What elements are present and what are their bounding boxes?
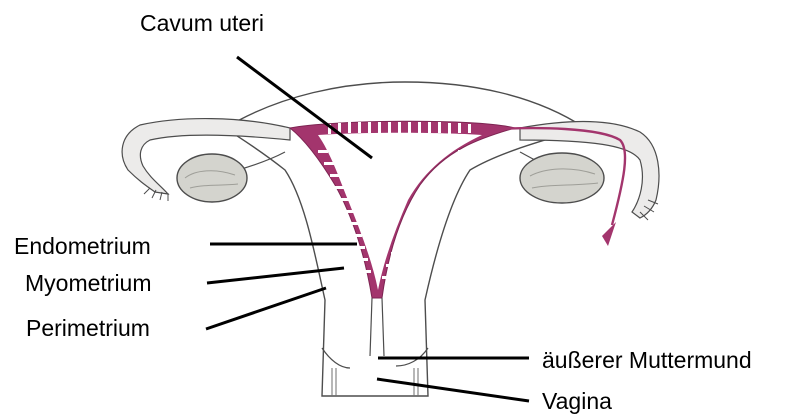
- label-perimetrium: Perimetrium: [26, 317, 150, 340]
- left-ovary: [177, 154, 247, 202]
- label-external-os: äußerer Muttermund: [542, 349, 752, 372]
- tube-arrow-head: [602, 222, 616, 246]
- label-myometrium: Myometrium: [25, 272, 152, 295]
- right-ovary: [520, 153, 604, 203]
- label-vagina: Vagina: [542, 390, 612, 413]
- pointer-perimetrium: [206, 288, 326, 329]
- label-endometrium: Endometrium: [14, 235, 151, 258]
- label-cavum-uteri: Cavum uteri: [140, 12, 264, 35]
